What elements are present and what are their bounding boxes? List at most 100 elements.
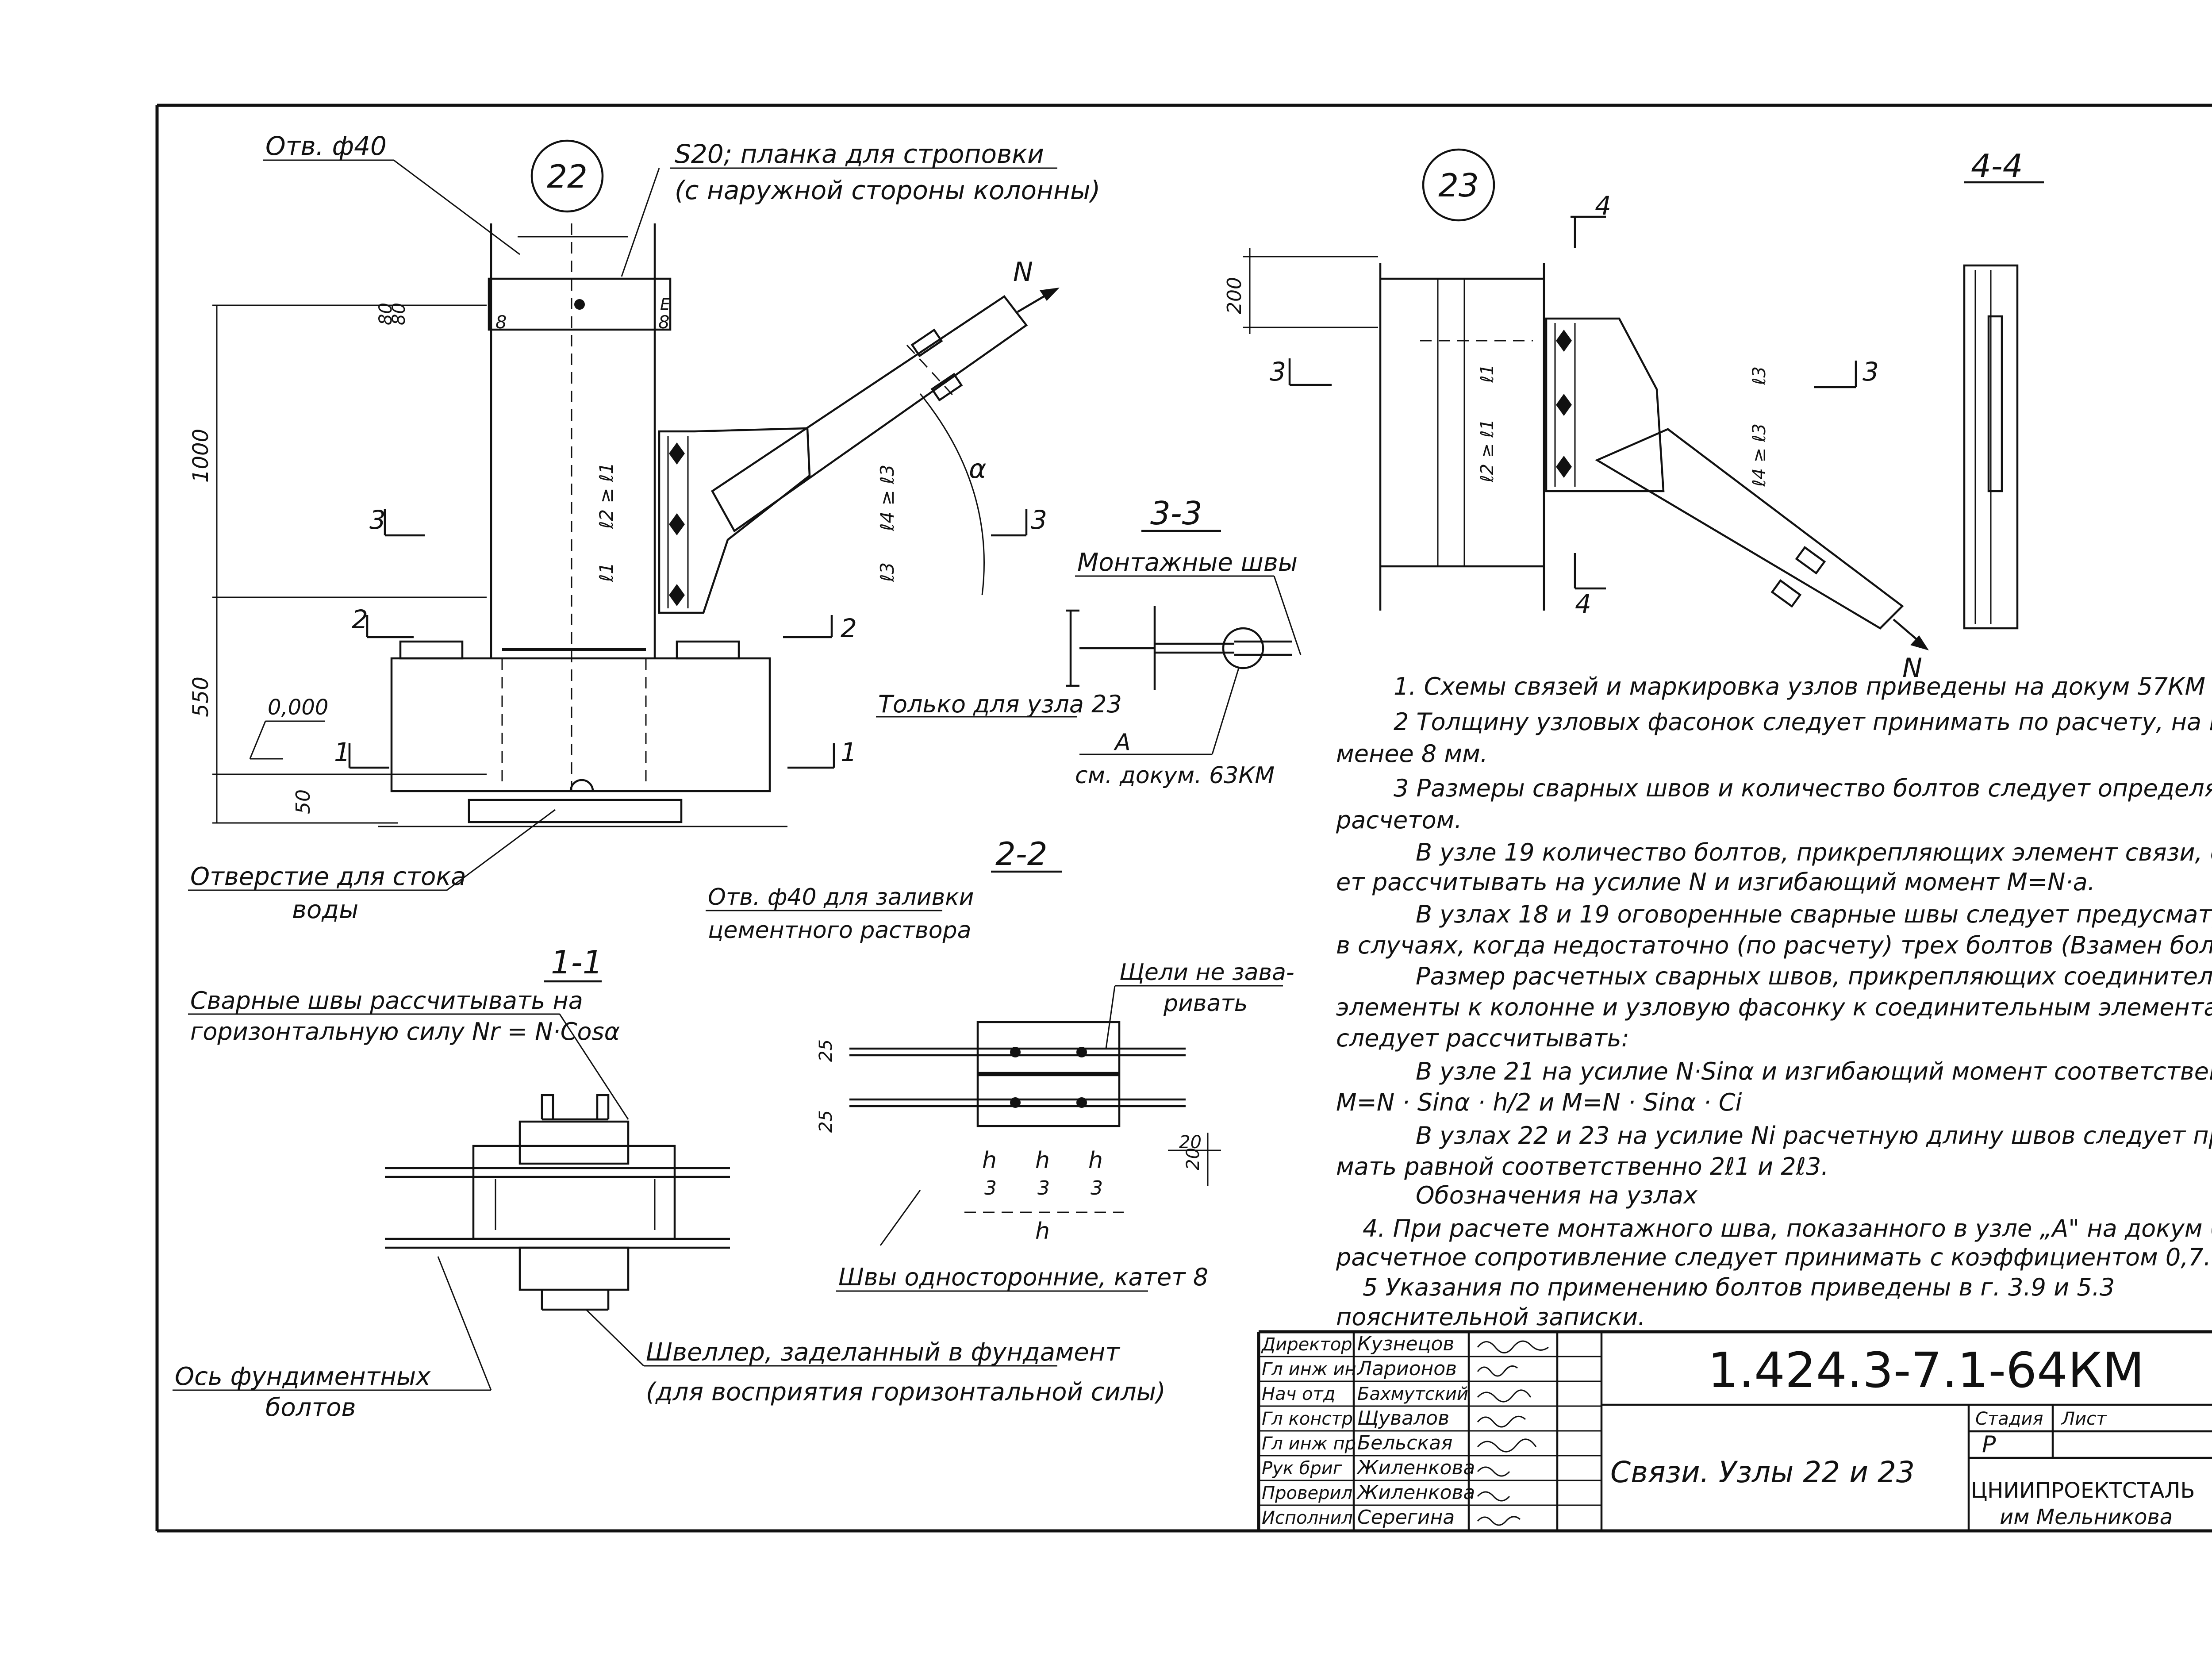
- node-22-s2a: 2: [352, 604, 368, 634]
- tb-role-6: Рук бриг: [1262, 1458, 1343, 1479]
- node-22-s3a: 3: [369, 505, 386, 535]
- node-23-l4: ℓ4 ≥ ℓ3: [1749, 423, 1770, 487]
- section-3-3-ref-A: А: [1114, 729, 1131, 756]
- node-23-l3: ℓ3: [1749, 366, 1770, 385]
- tb-name-1: Кузнецов: [1357, 1333, 1454, 1355]
- section-3-3-ref-doc: см. докум. 63КМ: [1075, 762, 1275, 789]
- tb-role-2: Гл инж ин: [1262, 1359, 1356, 1380]
- section-1-1-welds-1: Сварные швы рассчитывать на: [190, 987, 583, 1015]
- node-23-l1: ℓ1: [1477, 364, 1498, 383]
- node-22-plate-note-1: S20; планка для строповки: [675, 139, 1044, 169]
- tb-title: Связи. Узлы 22 и 23: [1610, 1455, 1915, 1489]
- section-4-4-title: 4-4: [1971, 147, 2023, 184]
- tb-stage: Р: [1982, 1431, 1996, 1458]
- note-line-8: В узлах 18 и 19 оговоренные сварные швы …: [1416, 900, 2212, 928]
- section-1-1-drawing: 1-1 Сварные швы рассчитывать на горизонт…: [188, 944, 730, 1311]
- node-22-s2b: 2: [841, 613, 857, 643]
- section-2-2-h-total: h: [1035, 1218, 1050, 1245]
- node-22-s3b: 3: [1031, 505, 1047, 535]
- node-23-number: 23: [1438, 167, 1479, 204]
- tb-sheet-label: Лист: [2061, 1409, 2107, 1429]
- node-22-d50: 50: [292, 789, 315, 814]
- node-22-d1000: 1000: [188, 429, 213, 483]
- note-line-1: 1. Схемы связей и маркировка узлов приве…: [1394, 673, 2212, 700]
- node-22-s1b: 1: [841, 737, 857, 767]
- node-22-level: 0,000: [268, 695, 328, 720]
- note-line-19: расчетное сопротивление следует принимат…: [1336, 1243, 2211, 1271]
- title-block: Директор Гл инж ин Нач отд Гл констр Гл …: [1257, 1330, 2212, 1531]
- tb-name-5: Бельская: [1357, 1432, 1453, 1454]
- section-2-2-welds: Швы односторонние, катет 8: [838, 1263, 1208, 1291]
- section-2-2-d20a: 20: [1179, 1132, 1202, 1153]
- section-2-2-h3c: 3: [1091, 1177, 1103, 1199]
- node-22-force: N: [1013, 257, 1033, 288]
- tb-org-1: ЦНИИПРОЕКТСТАЛЬ: [1971, 1478, 2195, 1503]
- node-22-d550: 550: [188, 676, 213, 717]
- node-22-dE: E: [660, 296, 670, 314]
- notes-block: 1. Схемы связей и маркировка узлов приве…: [1336, 673, 2212, 1331]
- note-line-17: Обозначения на узлах: [1416, 1181, 1698, 1209]
- node-23-s3a: 3: [1270, 357, 1286, 387]
- node-22-d8a: 8: [495, 312, 507, 333]
- node-23-s3b: 3: [1863, 357, 1879, 387]
- section-3-3-title: 3-3: [1150, 495, 1202, 532]
- note-line-18: 4. При расчете монтажного шва, показанно…: [1363, 1215, 2212, 1242]
- callouts: Отверстие для стока воды Ось фундиментны…: [173, 809, 1166, 1422]
- tb-name-7: Жиленкова: [1356, 1481, 1475, 1504]
- section-3-3-mounting-welds: Монтажные швы: [1077, 548, 1298, 577]
- callout-channel-1: Швеллер, заделанный в фундамент: [646, 1338, 1120, 1367]
- node-22-d8b: 8: [658, 312, 669, 333]
- note-line-9: в случаях, когда недостаточно (по расчет…: [1336, 931, 2212, 959]
- tb-role-1: Директор: [1261, 1334, 1352, 1355]
- note-line-15: В узлах 22 и 23 на усилие Ni расчетную д…: [1416, 1122, 2212, 1149]
- node-23-drawing: 23 200 ℓ2 ≥ ℓ1 ℓ1 ℓ3 ℓ4 ≥ ℓ3 N 4: [1223, 148, 1929, 684]
- tb-name-8: Серегина: [1357, 1506, 1455, 1529]
- node-23-s4a: 4: [1595, 191, 1611, 221]
- callout-axis-2: болтов: [265, 1393, 356, 1422]
- sheet-frame: [155, 104, 2212, 1533]
- node-22-angle: α: [969, 454, 987, 484]
- note-line-20: 5 Указания по применению болтов приведен…: [1363, 1273, 2115, 1301]
- node-22-l2: ℓ2 ≥ ℓ1: [595, 462, 617, 529]
- node-22-drawing: 22 Отв. ф40 S20; планка для строповки (с…: [188, 131, 1100, 827]
- node-22-l3: ℓ3: [876, 562, 898, 582]
- section-2-2-d25b: 25: [816, 1110, 836, 1133]
- node-23-force: N: [1902, 653, 1922, 684]
- section-2-2-d25a: 25: [816, 1039, 836, 1062]
- node-23-l2: ℓ2 ≥ ℓ1: [1477, 419, 1498, 483]
- section-1-1-title: 1-1: [551, 944, 603, 981]
- section-2-2-gaps-2: ривать: [1163, 990, 1248, 1017]
- section-4-4-drawing: 4-4: [1963, 147, 2044, 630]
- callout-drain-2: воды: [292, 896, 358, 924]
- tb-name-3: Бахмутский: [1357, 1384, 1468, 1404]
- node-22-d80a: 80: [376, 303, 396, 325]
- note-line-3: менее 8 мм.: [1336, 740, 1488, 768]
- tb-role-3: Нач отд: [1262, 1384, 1335, 1404]
- tb-stage-label: Стадия: [1975, 1409, 2043, 1429]
- tb-role-4: Гл констр: [1262, 1409, 1353, 1429]
- node-23-d200: 200: [1223, 277, 1246, 314]
- tb-role-8: Исполнил: [1262, 1508, 1353, 1528]
- note-line-16: мать равной соответственно 2ℓ1 и 2ℓ3.: [1336, 1153, 1828, 1180]
- section-2-2-gaps-1: Щели не зава-: [1119, 959, 1294, 986]
- note-line-13: В узле 21 на усилие N·Sinα и изгибающий …: [1416, 1057, 2212, 1085]
- node-23-marker: [1422, 148, 1495, 222]
- node-22-hole-label: Отв. ф40: [265, 131, 387, 161]
- section-2-2-drawing: 2-2 Отв. ф40 для заливки цементного раст…: [706, 835, 1294, 1292]
- note-line-14: M=N · Sinα · h/2 и M=N · Sinα · Ci: [1336, 1088, 1742, 1116]
- note-line-2: 2 Толщину узловых фасонок следует приним…: [1394, 708, 2212, 736]
- signatures: [1477, 1340, 1549, 1526]
- tb-doc-code: 1.424.3-7.1-64КМ: [1708, 1342, 2144, 1399]
- tb-role-7: Проверил: [1262, 1483, 1352, 1503]
- note-line-10: Размер расчетных сварных швов, прикрепля…: [1416, 962, 2212, 990]
- tb-name-2: Ларионов: [1356, 1357, 1457, 1380]
- note-line-7: ет рассчитывать на усилие N и изгибающий…: [1336, 868, 2095, 896]
- node-22-number: 22: [547, 158, 588, 195]
- section-1-1-welds-2: горизонтальную силу Nr = N·Cosα: [190, 1018, 620, 1045]
- node-23-s4b: 4: [1575, 589, 1591, 619]
- section-3-3-drawing: 3-3 Монтажные швы Только для узла 23 А с…: [876, 495, 1302, 789]
- note-line-6: В узле 19 количество болтов, прикрепляющ…: [1416, 838, 2212, 866]
- section-2-2-h3a: 3: [984, 1177, 997, 1199]
- note-line-5: расчетом.: [1336, 806, 1462, 834]
